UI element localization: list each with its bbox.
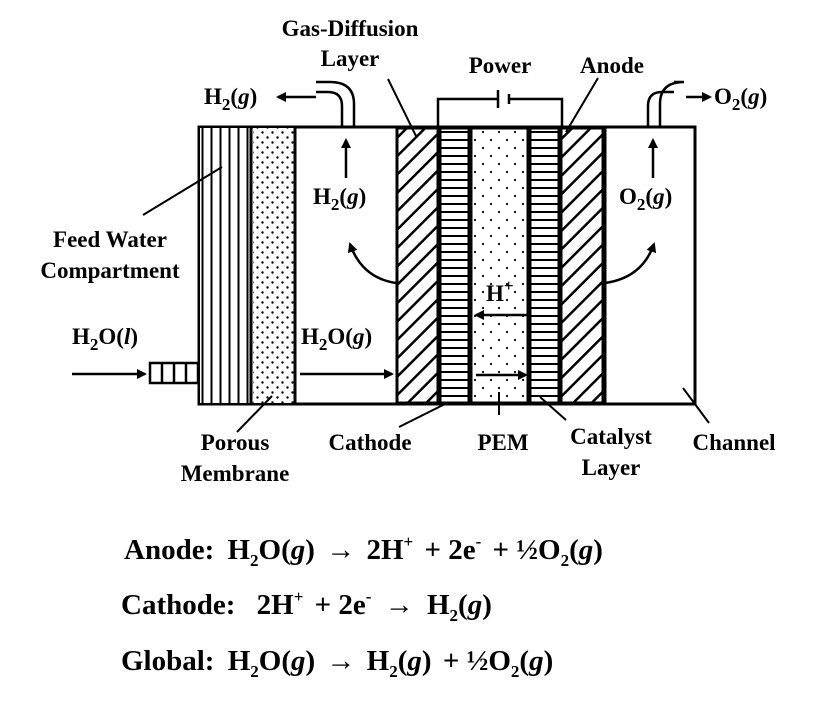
o2-outlet-pipe — [646, 80, 685, 127]
gas-diffusion-label: Gas-Diffusion — [282, 16, 419, 41]
leader-lines — [142, 77, 710, 433]
anode-label: Anode — [580, 53, 644, 78]
h2o-liquid-label: H2O(l) — [72, 324, 138, 354]
pem — [469, 126, 530, 405]
h2o-gas-label: H2O(g) — [301, 324, 372, 354]
anode-catalyst-layer — [528, 126, 561, 405]
h2-in-label: H2(g) — [313, 184, 366, 214]
power-circuit — [436, 90, 564, 127]
catalyst-layer-label: Layer — [582, 455, 641, 480]
h-plus-label: H+ — [486, 276, 514, 306]
power-label: Power — [469, 53, 532, 78]
membrane-label: Membrane — [181, 461, 290, 486]
global-equation: Global: H2O(g) → H2(g) + ½O2(g) — [121, 645, 553, 681]
h2-curve-arrow — [347, 242, 397, 285]
feed-water-label: Feed Water — [53, 227, 167, 252]
compartment-label: Compartment — [40, 258, 180, 283]
o2-curve-arrow — [604, 242, 657, 285]
porous-label: Porous — [201, 430, 270, 455]
flow-arrows — [72, 92, 712, 380]
cathode-gas-diffusion-layer — [395, 126, 440, 405]
gas-diffusion-layer-label: Layer — [321, 46, 380, 71]
pem-label: PEM — [477, 430, 528, 455]
catalyst-label: Catalyst — [570, 424, 652, 449]
feed-water-compartment — [200, 128, 251, 403]
channel-label: Channel — [692, 430, 775, 455]
cathode-catalyst-layer — [438, 126, 471, 405]
cathode-equation: Cathode: 2H+ + 2e- → H2(g) — [121, 577, 492, 625]
cathode-label: Cathode — [328, 430, 411, 455]
o2-out-label: O2(g) — [714, 84, 767, 114]
h2-outlet-pipe — [316, 80, 356, 127]
anode-gas-diffusion-layer — [559, 126, 605, 405]
cell-body — [197, 125, 697, 406]
o2-in-label: O2(g) — [619, 184, 672, 214]
h2-out-label: H2(g) — [204, 84, 257, 114]
anode-equation: Anode: H2O(g) → 2H+ + 2e- + ½O2(g) — [124, 522, 603, 570]
porous-membrane — [253, 128, 295, 403]
water-inlet-stub — [148, 361, 200, 385]
